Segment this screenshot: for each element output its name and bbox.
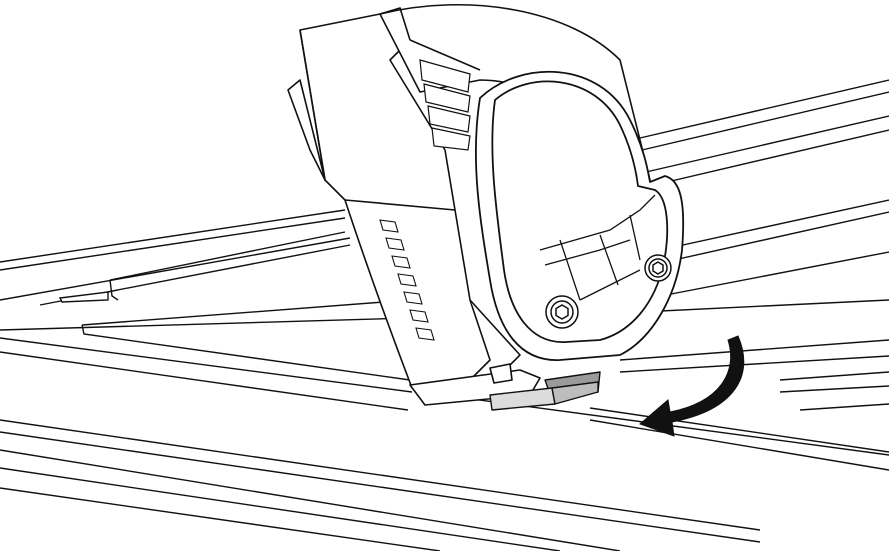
clamp-rear-housing [287,3,651,211]
hex-screw-icon-2 [644,254,672,282]
curved-arrow-icon [639,335,745,437]
rear-rail [519,79,889,187]
left-rail [0,209,351,306]
c-frame-lattice [539,194,656,301]
right-rail [619,199,889,411]
ratchet-teeth [419,59,471,151]
slide-block [489,371,601,411]
c-frame [474,70,685,361]
lower-arm-teeth [379,219,435,341]
hex-screw-icon [545,295,579,329]
